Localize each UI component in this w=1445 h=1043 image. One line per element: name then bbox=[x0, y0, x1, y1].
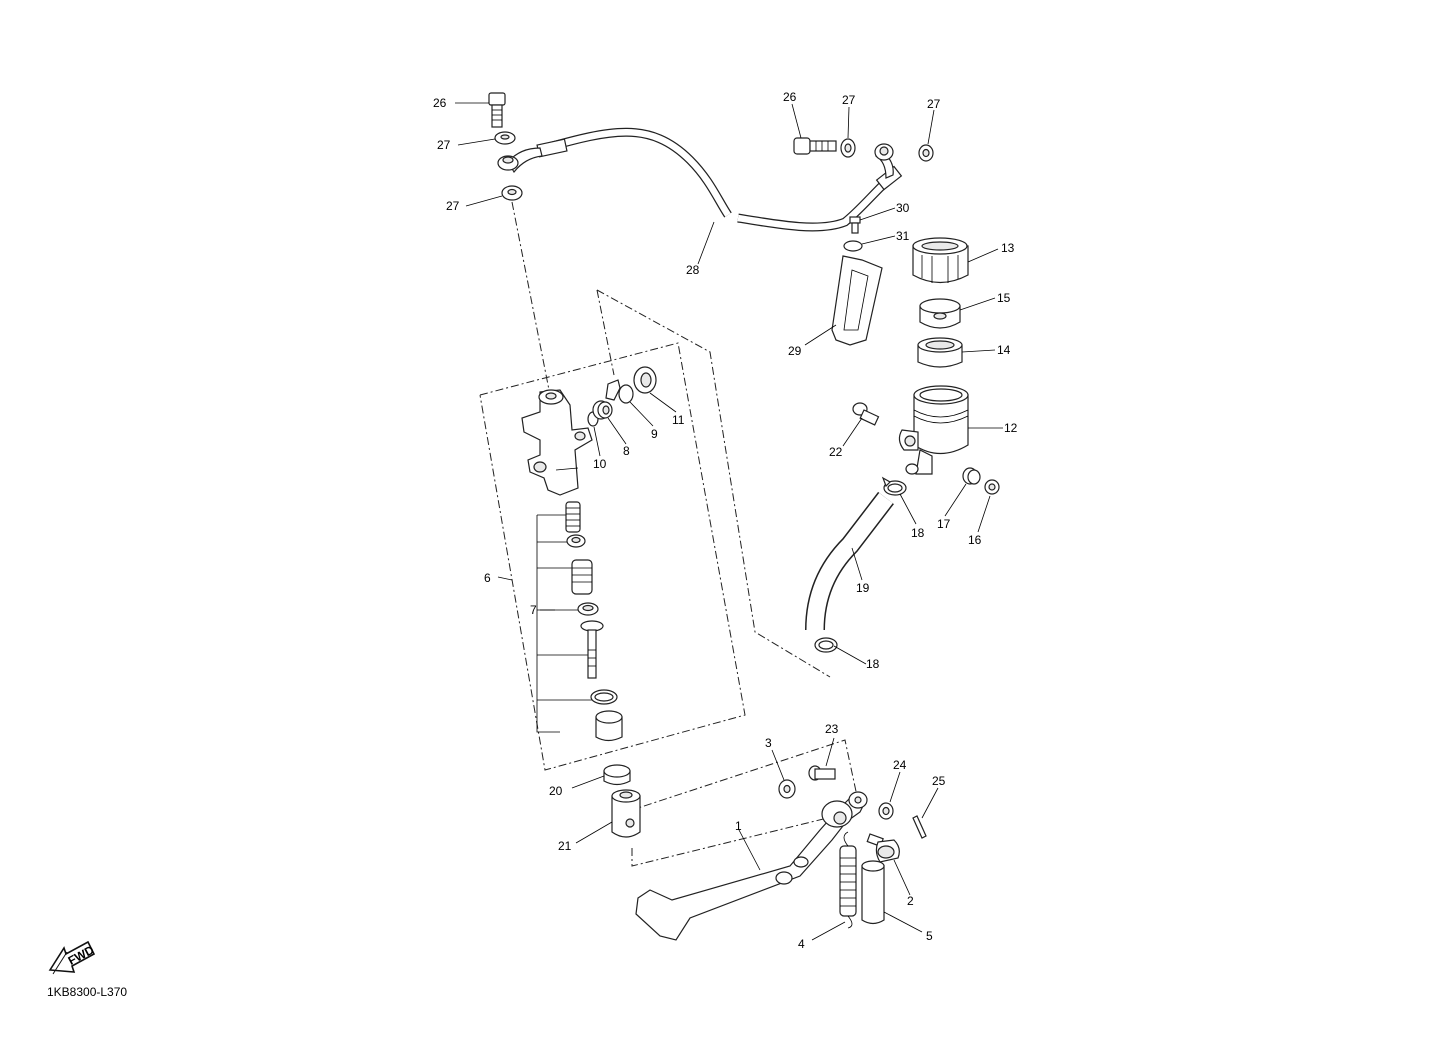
callout: 2 bbox=[907, 894, 914, 908]
diagram-code: 1KB8300-L370 bbox=[47, 985, 127, 999]
callout: 13 bbox=[1001, 241, 1015, 255]
callout: 20 bbox=[549, 784, 563, 798]
callout: 8 bbox=[623, 444, 630, 458]
callout: 1 bbox=[735, 819, 742, 833]
circlip-9 bbox=[618, 384, 634, 404]
callout: 18 bbox=[911, 526, 925, 540]
leader-lines bbox=[455, 102, 1003, 941]
master-cylinder-body bbox=[521, 389, 593, 496]
fwd-arrow-icon: FWD bbox=[48, 940, 97, 975]
hose-joint-16 bbox=[984, 479, 1000, 495]
grommet-11 bbox=[633, 366, 657, 394]
callout: 6 bbox=[484, 571, 491, 585]
callout: 16 bbox=[968, 533, 982, 547]
assembly-outline-reservoir-link bbox=[596, 289, 831, 678]
callout: 21 bbox=[558, 839, 572, 853]
rod-end-21 bbox=[611, 789, 641, 838]
union-bolt-right bbox=[793, 137, 837, 155]
hose-clip-upper bbox=[881, 476, 907, 496]
union-bolt-left bbox=[488, 92, 506, 128]
cotter-pin-25 bbox=[912, 815, 927, 839]
diaphragm bbox=[917, 337, 963, 368]
o-ring-17 bbox=[962, 467, 981, 485]
diaphragm-plate bbox=[919, 298, 961, 329]
reservoir-tank bbox=[898, 385, 969, 475]
callout: 28 bbox=[686, 263, 700, 277]
callout: 9 bbox=[651, 427, 658, 441]
fwd-label: FWD bbox=[66, 943, 97, 968]
return-spring bbox=[839, 831, 857, 929]
fitting-8 bbox=[592, 400, 613, 420]
pin-23 bbox=[808, 765, 836, 781]
collar-5 bbox=[861, 860, 885, 925]
callout: 27 bbox=[842, 93, 856, 107]
bolt-2 bbox=[866, 833, 900, 863]
callout: 14 bbox=[997, 343, 1011, 357]
screw-22 bbox=[852, 402, 880, 426]
bracket bbox=[831, 255, 883, 346]
callout: 24 bbox=[893, 758, 907, 772]
callout: 4 bbox=[798, 937, 805, 951]
master-cylinder-kit bbox=[536, 501, 623, 742]
callout: 11 bbox=[672, 413, 685, 427]
callout: 15 bbox=[997, 291, 1011, 305]
callout: 12 bbox=[1004, 421, 1018, 435]
callout: 29 bbox=[788, 344, 802, 358]
bolt-30 bbox=[849, 216, 861, 234]
callout: 3 bbox=[765, 736, 772, 750]
hose-clip-lower bbox=[814, 637, 838, 653]
callout: 27 bbox=[927, 97, 941, 111]
brake-hose bbox=[507, 127, 903, 232]
callout: 5 bbox=[926, 929, 933, 943]
callout: 26 bbox=[433, 96, 447, 110]
callout: 23 bbox=[825, 722, 839, 736]
callout: 7 bbox=[530, 603, 537, 617]
assembly-outline-master-cylinder bbox=[479, 342, 746, 771]
callout: 18 bbox=[866, 657, 880, 671]
callout: 22 bbox=[829, 445, 843, 459]
reservoir-hose bbox=[805, 491, 894, 631]
callout-labels: 26 27 27 26 27 27 28 30 31 13 15 14 29 1… bbox=[433, 90, 1018, 951]
washer-31 bbox=[843, 240, 863, 252]
callout: 27 bbox=[446, 199, 460, 213]
callout: 17 bbox=[937, 517, 951, 531]
callout: 25 bbox=[932, 774, 946, 788]
callout: 19 bbox=[856, 581, 870, 595]
callout: 26 bbox=[783, 90, 797, 104]
nut-20 bbox=[603, 764, 631, 786]
reservoir-cap bbox=[912, 237, 969, 284]
callout: 27 bbox=[437, 138, 451, 152]
elbow-fitting bbox=[605, 379, 621, 401]
brake-pedal bbox=[635, 791, 868, 941]
callout: 31 bbox=[896, 229, 910, 243]
callout: 10 bbox=[593, 457, 607, 471]
callout: 30 bbox=[896, 201, 910, 215]
